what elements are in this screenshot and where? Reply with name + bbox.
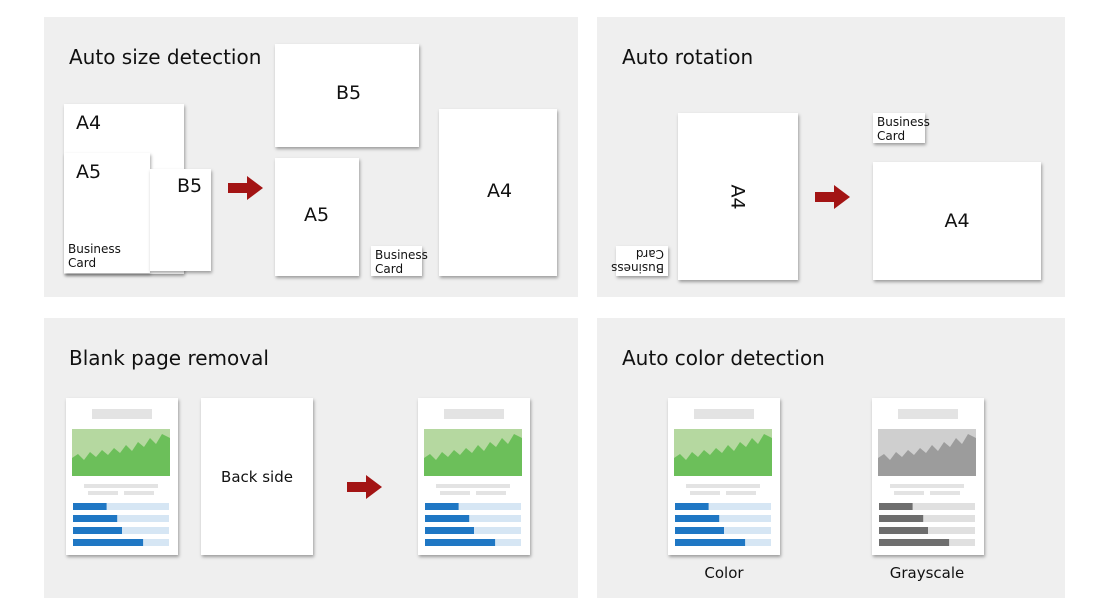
chart-area bbox=[424, 434, 522, 476]
text-line bbox=[124, 491, 154, 495]
bar-fill bbox=[425, 527, 474, 534]
text-line bbox=[890, 484, 964, 488]
doc-title-placeholder bbox=[898, 409, 958, 419]
document-thumbnail bbox=[674, 409, 772, 546]
bar-fill bbox=[73, 527, 122, 534]
sheet-label: B5 bbox=[336, 82, 362, 104]
card-label-line1: Business bbox=[68, 242, 121, 256]
bar-fill bbox=[879, 503, 913, 510]
card-label-line2: Card bbox=[877, 129, 906, 143]
bar-fill bbox=[73, 539, 144, 546]
bar-track bbox=[675, 503, 771, 510]
bar-track bbox=[73, 503, 169, 510]
arrow-right-icon bbox=[347, 473, 383, 501]
text-line bbox=[84, 484, 158, 488]
arrow-right-icon bbox=[228, 174, 264, 202]
panel-auto-color-detection: Auto color detection Color Grayscale bbox=[597, 318, 1065, 598]
bar-fill bbox=[425, 503, 459, 510]
text-line bbox=[690, 491, 720, 495]
text-line bbox=[726, 491, 756, 495]
card-label-line1: Business bbox=[375, 248, 428, 262]
sheet-label: A4 bbox=[487, 180, 513, 202]
chart-area bbox=[878, 434, 976, 476]
bar-fill bbox=[425, 515, 470, 522]
card-label-line1: Business bbox=[611, 261, 664, 275]
bar-track bbox=[73, 515, 169, 522]
sheet-a4-landscape: A4 bbox=[873, 162, 1041, 280]
panel-title: Auto size detection bbox=[69, 45, 262, 69]
bar-fill bbox=[73, 515, 118, 522]
sheet-label: A4 bbox=[727, 183, 749, 210]
document-page-color bbox=[418, 398, 530, 555]
bar-track bbox=[425, 503, 521, 510]
text-line bbox=[930, 491, 960, 495]
bar-fill bbox=[879, 539, 950, 546]
panel-title: Blank page removal bbox=[69, 346, 269, 370]
doc-title-placeholder bbox=[694, 409, 754, 419]
caption-grayscale: Grayscale bbox=[889, 564, 965, 582]
caption-color: Color bbox=[704, 564, 744, 582]
bar-fill bbox=[675, 515, 720, 522]
sheet-b5-source: B5 bbox=[150, 169, 211, 271]
document-thumbnail bbox=[878, 409, 976, 546]
document-thumbnail bbox=[72, 409, 170, 546]
card-label-line2: Card bbox=[68, 256, 97, 270]
bar-track bbox=[675, 515, 771, 522]
bar-track bbox=[879, 503, 975, 510]
bar-fill bbox=[675, 503, 709, 510]
text-line bbox=[440, 491, 470, 495]
sheet-label: A5 bbox=[76, 161, 102, 183]
text-line bbox=[686, 484, 760, 488]
panel-title: Auto rotation bbox=[622, 45, 754, 69]
sheet-label: A4 bbox=[944, 210, 970, 232]
sheet-label: A4 bbox=[76, 112, 102, 134]
blank-back-side-page: Back side bbox=[201, 398, 313, 555]
chart-area bbox=[674, 434, 772, 476]
text-line bbox=[88, 491, 118, 495]
doc-title-placeholder bbox=[444, 409, 504, 419]
bar-fill bbox=[425, 539, 496, 546]
doc-title-placeholder bbox=[92, 409, 152, 419]
card-label-line1: Business bbox=[877, 115, 930, 129]
bar-fill bbox=[879, 527, 928, 534]
card-label-line2: Card bbox=[375, 262, 404, 276]
bar-track bbox=[425, 515, 521, 522]
bar-track bbox=[879, 515, 975, 522]
document-page-color bbox=[668, 398, 780, 555]
card-label-line2: Card bbox=[635, 247, 664, 261]
bar-fill bbox=[675, 539, 746, 546]
sheet-b5-result: B5 bbox=[275, 44, 419, 147]
bar-fill bbox=[675, 527, 724, 534]
sheet-a5-result: A5 bbox=[275, 158, 359, 276]
sheet-label: A5 bbox=[304, 204, 330, 226]
sheet-a4-result: A4 bbox=[439, 109, 557, 276]
bar-fill bbox=[73, 503, 107, 510]
sheet-label: B5 bbox=[177, 175, 203, 197]
chart-area bbox=[72, 434, 170, 476]
back-side-label: Back side bbox=[221, 467, 293, 486]
sheet-a4-rotated: A4 bbox=[678, 113, 798, 280]
text-line bbox=[436, 484, 510, 488]
document-page-color bbox=[66, 398, 178, 555]
document-page-grayscale bbox=[872, 398, 984, 555]
panel-title: Auto color detection bbox=[622, 346, 825, 370]
document-thumbnail bbox=[424, 409, 522, 546]
panel-blank-page-removal: Blank page removal Back side bbox=[44, 318, 578, 598]
text-line bbox=[894, 491, 924, 495]
arrow-right-icon bbox=[815, 183, 851, 211]
text-line bbox=[476, 491, 506, 495]
bar-fill bbox=[879, 515, 924, 522]
